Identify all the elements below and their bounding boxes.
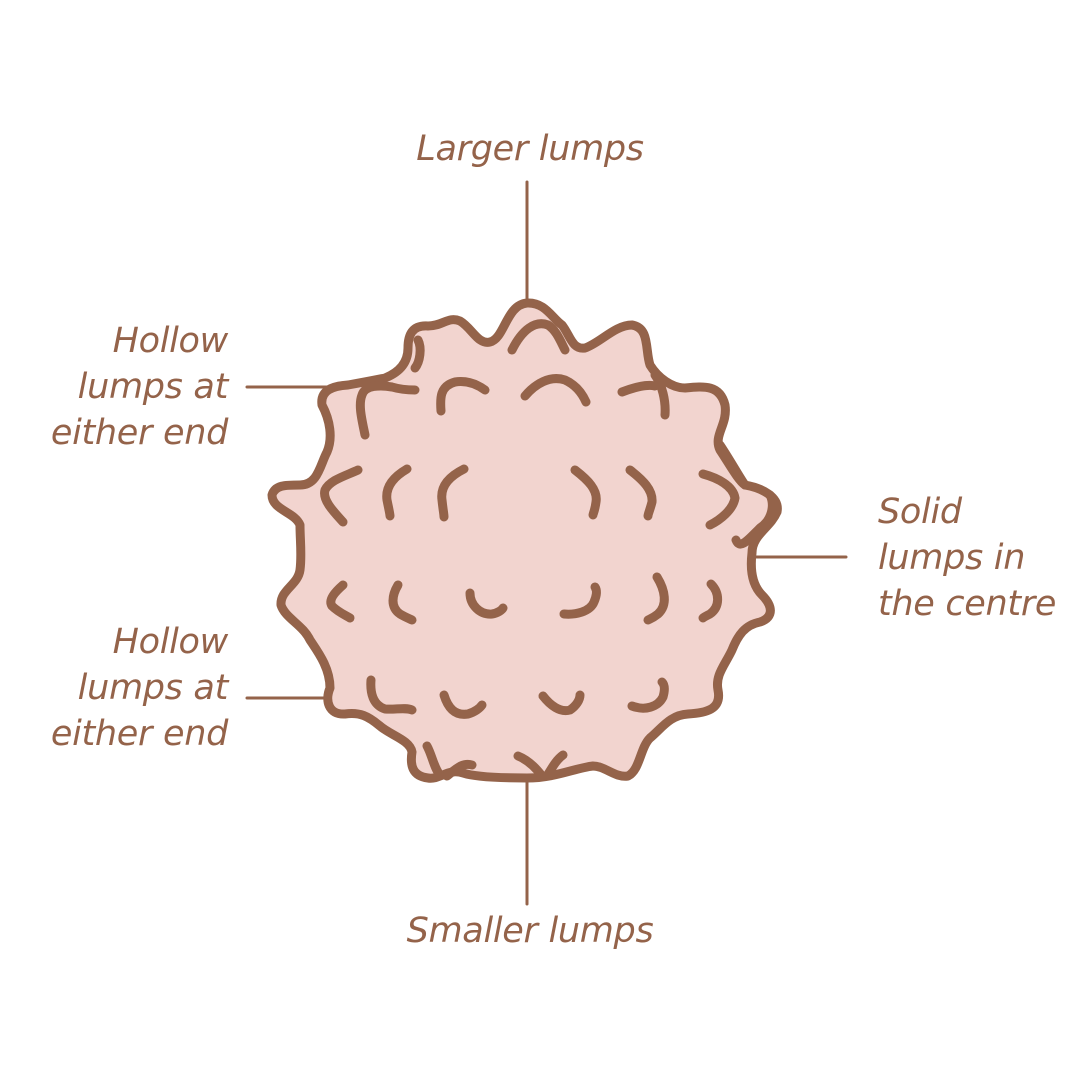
lump-mark (422, 741, 445, 780)
lump-mark (465, 588, 508, 619)
label-line: Smaller lumps (406, 911, 654, 951)
lump-mark (650, 370, 670, 420)
lump-mark (410, 335, 425, 373)
label-line: either end (50, 714, 228, 754)
lump-mark (320, 465, 363, 527)
lump-mark (643, 572, 669, 625)
lump-mark (625, 465, 657, 521)
label-line: Larger lumps (416, 129, 644, 169)
lump-marks (320, 319, 777, 781)
lump-mark (507, 319, 570, 355)
lump-mark (326, 580, 355, 623)
label-line: lumps at (77, 668, 229, 708)
lump-mark (538, 690, 585, 716)
lump-mark (436, 377, 490, 416)
label-line: lumps at (77, 367, 229, 407)
lump-mark (513, 751, 547, 781)
lump-mark (698, 579, 723, 623)
lump-mark (698, 469, 740, 530)
lump-mark (442, 759, 477, 781)
lump-mark (355, 381, 420, 440)
label-line: Hollow (112, 321, 229, 361)
label-solid-lumps-centre: Solid lumps in the centre (878, 489, 1078, 627)
lump-mark (617, 380, 660, 397)
lump-mark (437, 464, 469, 522)
lump-mark (627, 677, 669, 713)
label-smaller-lumps: Smaller lumps (340, 908, 720, 954)
label-line: either end (50, 413, 228, 453)
lump-mark (542, 750, 568, 781)
label-hollow-lumps-lower: Hollow lumps at either end (0, 619, 228, 757)
lump-mark (520, 374, 591, 407)
lump-mark (570, 465, 601, 520)
label-line: lumps in (878, 538, 1026, 578)
lump-mark (715, 440, 750, 490)
lump-mark (382, 464, 412, 521)
lump-mark (366, 675, 417, 715)
label-hollow-lumps-upper: Hollow lumps at either end (0, 318, 228, 456)
label-line: Solid (878, 492, 962, 532)
lump-mark (388, 580, 417, 625)
lumpy-ball-body (267, 298, 782, 783)
lump-mark (559, 582, 601, 619)
lump-mark (439, 690, 487, 719)
label-larger-lumps: Larger lumps (340, 126, 720, 172)
label-line: Hollow (112, 622, 229, 662)
label-line: the centre (878, 584, 1057, 624)
lump-mark (731, 490, 777, 549)
